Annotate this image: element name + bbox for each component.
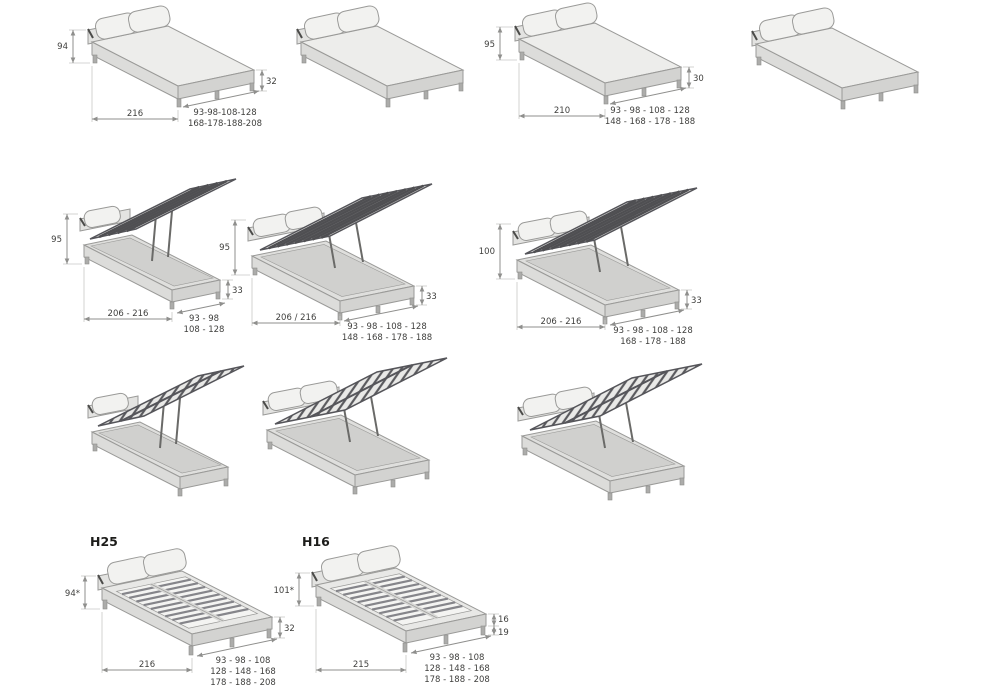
dim-label-depth-1: 93 - 98 - 108 - 128 <box>347 322 427 332</box>
dims-row2-bed2: 95 33 206 / 216 93 - 98 - 108 - 128 148 … <box>219 219 437 343</box>
dim-height: 94 <box>57 29 90 64</box>
dim-width: 206 / 216 <box>251 278 341 326</box>
dim-depth: 93 - 98 - 108 - 128 148 - 168 - 178 - 18… <box>605 86 695 127</box>
dim-height: 100 <box>479 223 515 280</box>
dim-label-side: 30 <box>693 74 704 84</box>
dim-label-height: 95 <box>219 243 230 253</box>
dim-label-depth-2: 168-178-188-208 <box>188 119 262 129</box>
dim-label-side: 33 <box>232 286 243 296</box>
dim-label-width: 216 <box>127 109 143 119</box>
dim-label-depth-2: 148 - 168 - 178 - 188 <box>342 333 432 343</box>
dim-label-depth-1: 93 - 98 - 108 <box>430 653 485 663</box>
dims-row2-bed1: 95 33 206 - 216 93 - 98 108 - 128 <box>51 213 243 335</box>
dim-label-depth-2: 128 - 148 - 168 <box>424 664 490 674</box>
model-label-h25: H25 <box>90 534 118 549</box>
dim-depth: 93 - 98 - 108 128 - 148 - 168 178 - 188 … <box>196 637 278 688</box>
dim-label-height: 94* <box>65 589 80 599</box>
dim-label-height: 95 <box>51 235 62 245</box>
dim-label-height: 100 <box>479 247 495 257</box>
dim-label-side: 32 <box>266 77 277 87</box>
dim-label-width: 216 <box>139 660 155 670</box>
dim-label-depth-1: 93 - 98 - 108 - 128 <box>610 106 690 116</box>
dim-width: 216 <box>101 612 193 673</box>
dim-label-depth-2: 128 - 148 - 168 <box>210 667 276 677</box>
dims-row2-bed3: 100 33 206 - 216 93 - 98 - 108 - 128 168… <box>479 223 702 347</box>
dim-label-depth-2: 108 - 128 <box>184 325 225 335</box>
dim-label-leg-height: 19 <box>498 628 509 638</box>
dim-label-height: 101* <box>274 586 294 596</box>
dim-width: 215 <box>315 609 407 673</box>
dim-label-depth-1: 93 - 98 <box>189 314 219 324</box>
dim-height: 95 <box>484 26 517 61</box>
dim-label-width: 206 / 216 <box>276 313 317 323</box>
dim-width: 206 - 216 <box>83 267 173 322</box>
dim-label-height: 94 <box>57 42 68 52</box>
dim-side-height: 33 <box>222 279 243 300</box>
dims-row4-h25: 94* 32 216 93 - 98 - 108 128 - 148 - 168… <box>65 575 295 688</box>
dim-width: 206 - 216 <box>516 282 606 330</box>
dim-label-slat-height: 16 <box>498 615 509 625</box>
dim-label-width: 210 <box>554 106 570 116</box>
dim-depth: 93 - 98 - 108 - 128 148 - 168 - 178 - 18… <box>342 304 432 343</box>
dims-row1-bed1: 94 32 216 93-98-108-128 168-178-188-208 <box>57 29 277 129</box>
dim-label-depth-1: 93 - 98 - 108 <box>216 656 271 666</box>
dim-label-depth-3: 178 - 188 - 208 <box>424 675 490 685</box>
dim-depth: 93 - 98 - 108 128 - 148 - 168 178 - 188 … <box>410 634 492 685</box>
dim-label-height: 95 <box>484 40 495 50</box>
dim-label-depth-3: 178 - 188 - 208 <box>210 678 276 688</box>
dim-height: 95 <box>51 213 82 265</box>
dim-label-width: 215 <box>353 660 369 670</box>
dim-height: 94* <box>65 575 100 610</box>
dim-width: 216 <box>91 66 179 122</box>
dim-label-side: 33 <box>426 292 437 302</box>
dim-height: 101* <box>274 572 314 607</box>
dim-label-side: 33 <box>691 296 702 306</box>
dim-width: 210 <box>518 63 606 119</box>
dims-row4-h16: 101* 16 19 215 93 - 98 - 108 128 - 148 -… <box>274 572 509 685</box>
dim-height: 95 <box>219 219 250 276</box>
model-label-h16: H16 <box>302 534 330 549</box>
dim-side-height: 32 <box>256 69 277 92</box>
dim-label-depth-2: 168 - 178 - 188 <box>620 337 686 347</box>
dim-label-depth-1: 93-98-108-128 <box>193 108 256 118</box>
dims-row1-bed3: 95 30 210 93 - 98 - 108 - 128 148 - 168 … <box>484 26 704 127</box>
dim-label-depth-2: 148 - 168 - 178 - 188 <box>605 117 695 127</box>
dim-label-width: 206 - 216 <box>108 309 149 319</box>
dim-depth: 93 - 98 - 108 - 128 168 - 178 - 188 <box>609 308 693 347</box>
dim-depth: 93 - 98 108 - 128 <box>176 301 226 335</box>
dim-label-side: 32 <box>284 624 295 634</box>
dim-label-width: 206 - 216 <box>541 317 582 327</box>
dim-depth: 93-98-108-128 168-178-188-208 <box>182 89 262 129</box>
dim-label-depth-1: 93 - 98 - 108 - 128 <box>613 326 693 336</box>
